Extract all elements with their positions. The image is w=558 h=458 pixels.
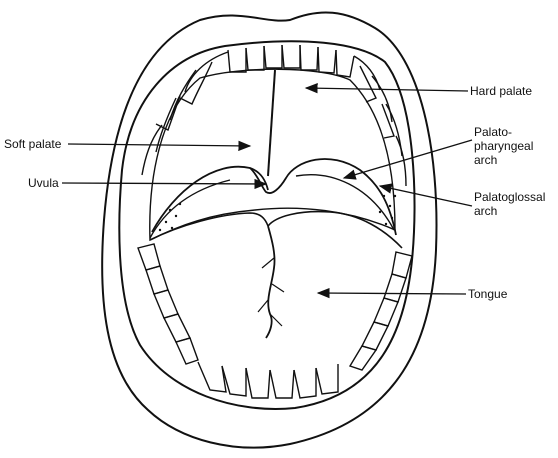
- pointer-arrows: [61, 83, 473, 299]
- palatopharyngeal-arrow: [342, 139, 473, 180]
- uvula-label: Uvula: [28, 176, 59, 190]
- palatopharyngeal-arch-label: Palato- pharyngeal arch: [474, 125, 533, 167]
- hard-palate-arrow: [304, 83, 469, 94]
- palatopharyngeal-label-line3: arch: [474, 153, 498, 167]
- palatoglossal-arch-right: [295, 174, 395, 231]
- tongue-label: Tongue: [468, 287, 508, 301]
- soft-palate-label: Soft palate: [4, 137, 62, 151]
- uvula-arrow: [61, 178, 268, 190]
- palatoglossal-arrow: [378, 183, 473, 207]
- palatine-raphe: [267, 69, 276, 177]
- tongue-back: [149, 212, 269, 241]
- lower-teeth: [137, 243, 413, 399]
- hard-palate-label: Hard palate: [470, 84, 533, 98]
- upper-teeth: [141, 44, 407, 187]
- palatoglossal-arch-left: [149, 179, 231, 239]
- palatoglossal-arch-label: Palatoglossal arch: [474, 190, 545, 218]
- tongue-groove-branches: [257, 257, 285, 327]
- palatopharyngeal-label-line2: pharyngeal: [474, 139, 534, 153]
- tongue-groove: [265, 225, 276, 339]
- palatoglossal-label-line2: arch: [474, 204, 498, 218]
- tongue-arrow: [316, 287, 467, 299]
- soft-palate-arrow: [67, 140, 252, 152]
- mouth-opening: [118, 40, 416, 410]
- uvula-shape: [249, 158, 397, 236]
- palatoglossal-label-line1: Palatoglossal: [474, 190, 546, 204]
- palatopharyngeal-label-line1: Palato-: [474, 125, 513, 139]
- lips-outline: [101, 11, 438, 449]
- tongue-back-right: [267, 210, 403, 249]
- palatopharyngeal-arches: [151, 165, 269, 233]
- tonsils: [158, 194, 397, 232]
